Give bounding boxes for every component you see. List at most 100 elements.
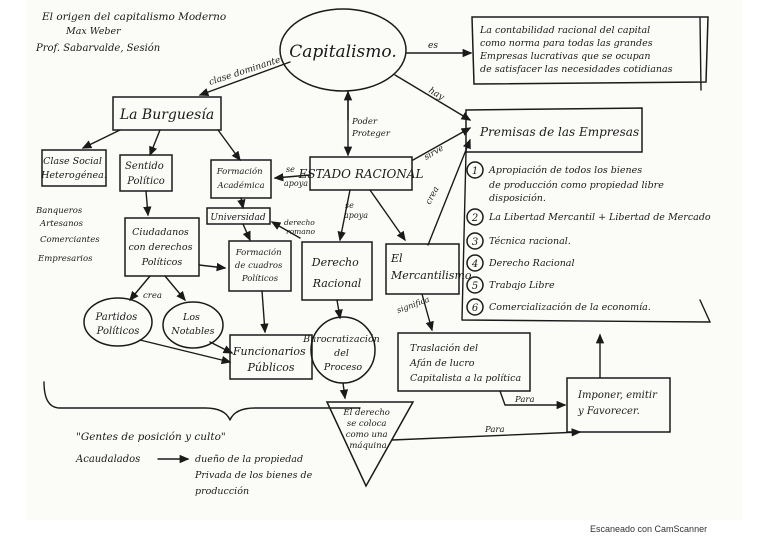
note-acaudalados: Acaudalados <box>75 454 140 465</box>
traslacion-label: Traslación del Afán de lucro Capitalista… <box>409 343 521 384</box>
edge-derecho-burocratizacion <box>334 299 343 320</box>
formacion-academica-label: Formación Académica <box>216 166 266 191</box>
triangulo-shape <box>325 401 415 488</box>
edge-crea <box>427 138 471 246</box>
edge-label-se-apoya-2: se apoya <box>344 201 368 220</box>
premisa-2-num: 2 <box>471 213 478 224</box>
burocratizacion-label: Burocratización del Proceso <box>302 334 383 373</box>
edge-burguesia-formacion <box>217 129 241 162</box>
capitalismo-label: Capitalismo. <box>289 42 397 62</box>
edge-burguesia-sentido <box>149 129 161 157</box>
edge-cuadros-funcionarios <box>260 290 269 334</box>
edge-universidad-cuadros <box>242 223 251 242</box>
premisa-4-circle <box>466 254 484 272</box>
premisa-6-num: 6 <box>472 303 479 314</box>
contabilidad-box <box>471 16 709 85</box>
edge-label-sirve: sirve <box>423 143 446 162</box>
sentido-politico-label: Sentido Político <box>125 161 167 187</box>
edge-burguesia-clase <box>81 129 121 149</box>
edge-label-se-apoya-1: se apoya <box>284 165 308 188</box>
scanner-footer: Escaneado con CamScanner <box>590 524 708 534</box>
edge-formacion-universidad <box>237 197 246 210</box>
premisa-3-num: 3 <box>472 237 478 248</box>
edge-label-significa: significa <box>396 295 431 315</box>
edge-crea-partidos <box>129 275 151 302</box>
edge-para <box>499 390 567 410</box>
edge-derecho-romano <box>270 221 301 239</box>
premisa-3-circle <box>466 232 484 250</box>
edge-sirve <box>412 127 472 161</box>
triangulo-label: El derecho se coloca como una máquina <box>342 408 392 451</box>
left-bracket <box>43 381 361 421</box>
edge-label-para: Para <box>514 395 535 405</box>
premisa-6-text: Comercialización de la economía. <box>489 302 651 313</box>
edge-sentido-ciudadanos <box>143 190 152 217</box>
premisas-bracket-tail <box>699 299 711 323</box>
estado-racional-box <box>309 156 413 191</box>
contabilidad-text: La contabilidad racional del capital com… <box>479 25 673 75</box>
edge-para-2 <box>391 428 582 441</box>
premisa-2-text: La Libertad Mercantil + Libertad de Merc… <box>488 212 711 223</box>
edge-clase-dominante <box>198 61 291 97</box>
notables-label: Los Notables <box>170 312 214 337</box>
partidos-ellipse <box>83 297 153 347</box>
premisa-3-text: Técnica racional. <box>489 236 571 247</box>
edge-label-para2: Para <box>484 425 505 435</box>
header-prof: Prof. Sabarvalde, Sesión <box>35 43 160 54</box>
funcionarios-label: Funcionarios Públicos <box>232 345 309 374</box>
contabilidad-box-edge <box>699 17 702 91</box>
premisa-2-circle <box>466 208 484 226</box>
estado-racional-label: ESTADO RACIONAL <box>298 167 424 181</box>
premisas-bracket <box>461 151 711 323</box>
ciudadanos-label: Ciudadanos con derechos Políticos <box>128 227 195 268</box>
partidos-label: Partidos Políticos <box>95 312 141 337</box>
edge-label-crea: crea <box>424 185 442 206</box>
premisa-4-text: Derecho Racional <box>488 258 575 269</box>
edge-label-es: es <box>428 41 438 51</box>
edge-se-apoya-1 <box>273 173 311 182</box>
burguesia-box <box>112 96 222 131</box>
edge-ciudadanos-cuadros <box>198 262 227 272</box>
premisa-1-num: 1 <box>472 166 478 177</box>
universidad-box <box>206 207 271 225</box>
edge-estado-mercantilismo <box>369 189 406 242</box>
formacion-cuadros-box <box>228 240 292 292</box>
traslacion-box <box>397 332 531 392</box>
footer-strip <box>0 520 768 543</box>
capitalismo-ellipse <box>279 8 407 92</box>
imponer-label: Imponer, emitir y Favorecer. <box>577 390 660 417</box>
scanned-page <box>27 0 742 520</box>
ciudadanos-box <box>124 217 200 277</box>
mercantilismo-label: El Mercantilismo <box>390 252 472 282</box>
premisas-title: Premisas de las Empresas <box>479 125 639 139</box>
formacion-academica-box <box>210 159 272 199</box>
universidad-label: Universidad <box>210 213 266 223</box>
edge-burocratizacion-triangulo <box>339 382 349 400</box>
edge-notables-funcionarios <box>209 341 234 354</box>
edge-se-apoya-2 <box>337 189 351 242</box>
premisa-5-circle <box>466 276 484 294</box>
premisa-1-text: Apropiación de todos los bienes de produ… <box>488 165 667 204</box>
edge-label-poder-proteger: Poder Proteger <box>351 117 391 139</box>
edge-partidos-funcionarios <box>139 339 232 365</box>
burguesia-label: La Burguesía <box>119 107 214 123</box>
premisa-5-text: Trabajo Libre <box>489 280 555 291</box>
premisa-5-num: 5 <box>472 281 478 292</box>
derecho-racional-box <box>301 241 373 301</box>
premisa-4-num: 4 <box>471 259 478 270</box>
edge-label-crea2: crea <box>143 291 162 301</box>
notables-ellipse <box>162 301 224 349</box>
note-gentes: "Gentes de posición y culto" <box>76 431 226 443</box>
formacion-cuadros-label: Formación de cuadros Políticos <box>235 247 285 284</box>
clase-social-box <box>41 149 107 187</box>
edge-crea-notables <box>164 275 186 302</box>
clase-social-label: Clase Social Heterogénea. <box>40 156 107 181</box>
header-author: Max Weber <box>65 26 122 37</box>
edge-significa <box>421 293 434 332</box>
header-title: El origen del capitalismo Moderno <box>41 11 226 23</box>
premisa-1-circle <box>466 161 484 179</box>
premisas-list: 1 Apropiación de todos los bienes de pro… <box>466 161 711 316</box>
edge-label-clase-dominante: clase dominante <box>208 55 282 88</box>
premisa-6-circle <box>466 298 484 316</box>
